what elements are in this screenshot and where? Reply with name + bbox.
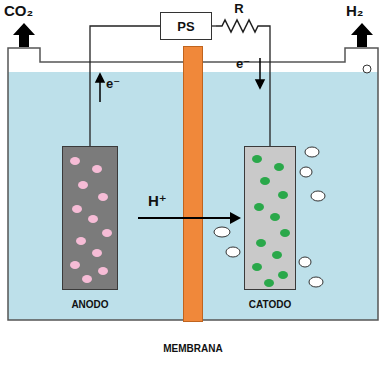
catalyst-dot: [280, 229, 290, 237]
gas-label: CO₂: [4, 2, 33, 19]
proton-label: H⁺: [148, 192, 167, 210]
catalyst-dot: [278, 191, 288, 199]
resistor-symbol: R: [216, 0, 262, 36]
catalyst-dot: [70, 157, 80, 165]
resistor-label: R: [234, 1, 243, 16]
part-label: CATODO: [249, 299, 291, 310]
gas-label: H₂: [346, 2, 364, 19]
catalyst-dot: [264, 279, 274, 287]
gas-out-arrow: [13, 23, 35, 47]
part-label: MEMBRANA: [163, 343, 222, 354]
catalyst-dot: [272, 251, 282, 259]
circuit-wire: [262, 26, 270, 146]
catalyst-dot: [260, 177, 270, 185]
electron-label: e⁻: [236, 56, 250, 71]
part-label: ANODO: [71, 299, 108, 310]
gas-bubble: [363, 65, 371, 73]
electron-label: e⁻: [106, 76, 120, 91]
catalyst-dot: [92, 249, 102, 257]
catalyst-dot: [102, 229, 112, 237]
catalyst-dot: [98, 193, 108, 201]
cathode-catalyst: [245, 147, 295, 289]
anode-catalyst: [63, 147, 117, 289]
catalyst-dot: [76, 237, 86, 245]
membrane-band: MEMBRANA: [183, 46, 203, 322]
catalyst-dot: [252, 155, 262, 163]
gas-out-arrow: [351, 23, 373, 47]
catalyst-dot: [88, 215, 98, 223]
circuit-wire: [212, 25, 216, 26]
circuit-wire: [90, 26, 160, 146]
catalyst-dot: [254, 203, 264, 211]
resistor-zigzag: [216, 20, 262, 32]
catalyst-dot: [72, 205, 82, 213]
catalyst-dot: [98, 267, 108, 275]
catalyst-dot: [78, 181, 88, 189]
cathode-electrode: CATODO: [244, 146, 296, 290]
anode-electrode: ANODO: [62, 146, 118, 290]
proton-arrowhead: [230, 212, 241, 224]
catalyst-dot: [256, 239, 266, 247]
catalyst-dot: [278, 271, 288, 279]
power-supply-box: PS: [160, 12, 212, 40]
catalyst-dot: [92, 165, 102, 173]
power-supply-label: PS: [177, 19, 194, 34]
catalyst-dot: [82, 275, 92, 283]
catalyst-dot: [270, 213, 280, 221]
catalyst-dot: [274, 163, 284, 171]
catalyst-dot: [70, 261, 80, 269]
catalyst-dot: [252, 263, 262, 271]
